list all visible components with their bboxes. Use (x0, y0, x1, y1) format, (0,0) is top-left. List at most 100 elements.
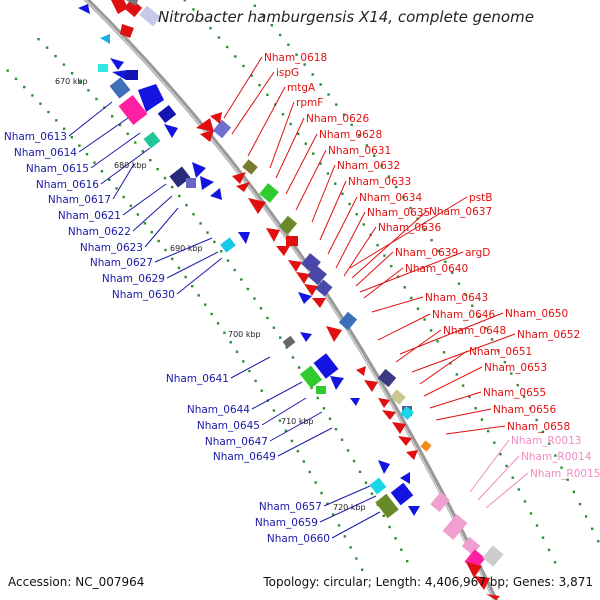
tick-mark (383, 254, 386, 257)
tick-mark (149, 159, 152, 162)
tick-mark (350, 123, 353, 127)
tick-mark (395, 185, 398, 189)
leader-line (323, 485, 371, 507)
gene-box (420, 440, 432, 452)
gene-labels: Nham_0613Nham_0614Nham_0615Nham_0616Nham… (4, 52, 600, 545)
gene-arrow (266, 228, 280, 242)
tick-mark (387, 175, 391, 178)
gene-arrow (288, 260, 302, 272)
tick-mark (253, 297, 256, 300)
leader-line (166, 251, 219, 279)
leader-line (176, 257, 223, 295)
leader-line (377, 313, 431, 341)
tick-mark (326, 502, 329, 505)
gene-label: Nham_0659 (255, 517, 318, 529)
tick-mark (442, 351, 446, 354)
gene-box (430, 492, 450, 512)
gene-arrow (378, 460, 390, 474)
gene-arrow (78, 4, 90, 14)
tick-mark (235, 350, 239, 353)
tick-mark (156, 167, 159, 171)
tick-mark (242, 64, 245, 68)
leader-line (78, 117, 129, 153)
tick-mark (111, 115, 114, 118)
gene-arrow (356, 366, 366, 376)
gene-box (109, 77, 131, 99)
tick-mark (474, 407, 477, 410)
tick-mark (278, 419, 282, 422)
tick-mark (297, 132, 300, 136)
gene-arrow (300, 332, 312, 342)
tick-mark (554, 454, 557, 457)
tick-mark (171, 257, 174, 261)
tick-mark (240, 278, 243, 281)
tick-mark (296, 449, 300, 453)
gene-arrow (200, 130, 214, 142)
leader-line (100, 147, 151, 185)
leader-line (68, 101, 113, 137)
tick-mark (93, 161, 96, 164)
tick-mark (225, 45, 229, 49)
tick-mark (529, 512, 533, 515)
gene-box (482, 545, 504, 567)
tick-mark (471, 304, 474, 307)
tick-mark (14, 77, 18, 81)
tick-mark (210, 312, 213, 316)
tick-mark (322, 407, 326, 410)
tick-mark (461, 384, 465, 387)
genome-title: Nitrobacter hamburgensis X14, complete g… (158, 8, 534, 26)
gene-label: Nham_0630 (112, 289, 175, 301)
leader-line (423, 366, 483, 397)
tick-mark (327, 93, 330, 96)
tick-mark (364, 481, 368, 484)
tick-mark (272, 409, 276, 412)
tick-mark (335, 103, 338, 106)
tick-mark (409, 206, 412, 210)
tick-mark (535, 524, 539, 527)
tick-mark (163, 176, 167, 180)
tick-mark (370, 492, 374, 495)
gene-arrow (196, 118, 214, 132)
leader-line (285, 133, 318, 195)
gene-box (375, 493, 399, 519)
tick-mark (266, 316, 269, 320)
gene-label: Nham_0626 (306, 113, 369, 125)
gene-label: Nham_0653 (484, 362, 547, 374)
tick-mark (516, 383, 519, 387)
tick-mark (192, 213, 195, 216)
tick-mark (253, 4, 257, 7)
tick-mark (192, 8, 195, 11)
gene-box (169, 166, 191, 188)
tick-mark (183, 0, 187, 2)
tick-mark (37, 38, 40, 41)
tick-mark (47, 110, 50, 114)
tick-mark (279, 336, 282, 339)
tick-mark (129, 204, 133, 207)
tick-mark (358, 470, 362, 474)
tick-mark (250, 74, 253, 77)
tick-mark (535, 418, 538, 422)
leader-line (395, 329, 442, 363)
tick-mark (143, 222, 147, 225)
tick-mark (355, 212, 358, 216)
gene-arrow (210, 112, 222, 124)
tick-mark (388, 525, 391, 529)
leader-line (269, 101, 295, 169)
leader-line (223, 56, 263, 119)
tick-mark (184, 275, 187, 279)
tick-mark (312, 152, 315, 155)
tick-mark (403, 286, 406, 289)
gene-label: Nham_0645 (197, 420, 260, 432)
gene-label: Nham_0635 (367, 207, 430, 219)
leader-line (371, 296, 424, 313)
tick-mark (308, 470, 311, 474)
tick-mark (405, 559, 409, 563)
tick-mark (314, 481, 317, 484)
tick-mark (290, 439, 294, 443)
tick-mark (108, 178, 111, 182)
gene-label: Nham_0621 (58, 210, 121, 222)
gene-label: Nham_0637 (429, 206, 492, 218)
gene-arrow (392, 422, 406, 434)
tick-mark (320, 491, 323, 495)
